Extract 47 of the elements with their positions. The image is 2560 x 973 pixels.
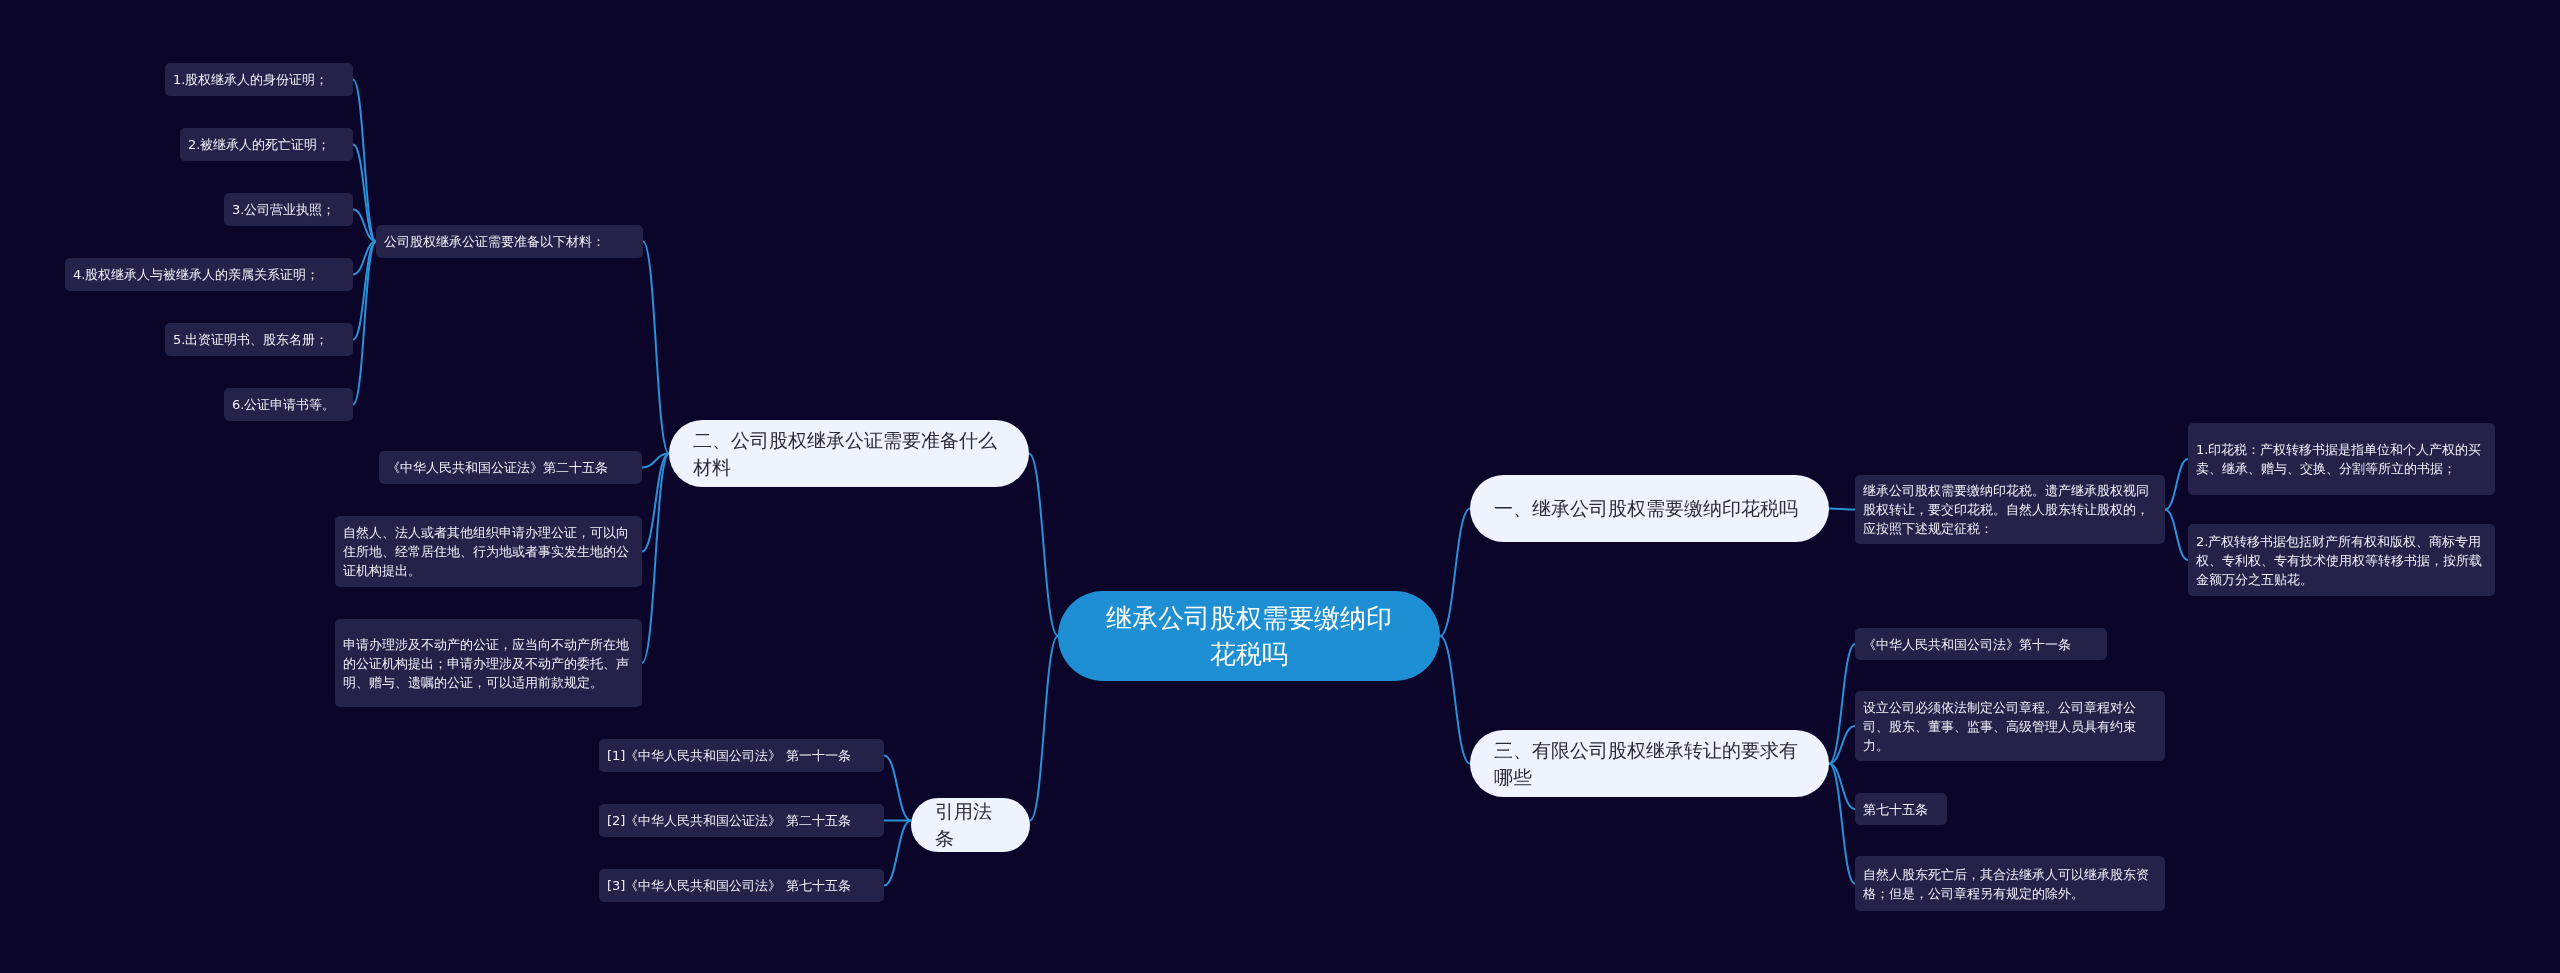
topic-pill: 二、公司股权继承公证需要准备什么材料 [669, 420, 1029, 487]
note-card: [2]《中华人民共和国公证法》 第二十五条 [599, 804, 884, 837]
note-card: 公司股权继承公证需要准备以下材料： [376, 225, 643, 258]
connector-line [641, 452, 670, 553]
connector-line [2164, 508, 2189, 561]
note-card: 5.出资证明书、股东名册； [165, 323, 353, 356]
note-card: 第七十五条 [1855, 793, 1947, 825]
connector-line [883, 819, 912, 887]
note-card: 《中华人民共和国公司法》第十一条 [1855, 628, 2107, 660]
connector-line [1828, 643, 1856, 765]
note-card: 申请办理涉及不动产的公证，应当向不动产所在地的公证机构提出；申请办理涉及不动产的委托、声明、赠与、遗嘱的公证，可以适用前款规定。 [335, 619, 642, 707]
connector-line [352, 208, 377, 243]
topic-pill: 引用法条 [911, 798, 1030, 852]
note-card: 6.公证申请书等。 [224, 388, 353, 421]
connector-line [641, 452, 670, 664]
connector-line [1439, 635, 1471, 765]
topic-pill: 一、继承公司股权需要缴纳印花税吗 [1470, 475, 1829, 542]
note-card: 1.印花税：产权转移书据是指单位和个人产权的买卖、继承、赠与、交换、分割等所立的书据； [2188, 423, 2495, 495]
note-card: 2.被继承人的死亡证明； [180, 128, 353, 161]
note-card: 4.股权继承人与被继承人的亲属关系证明； [65, 258, 353, 291]
connector-line [642, 240, 670, 455]
note-card: 继承公司股权需要缴纳印花税。遗产继承股权视同股权转让，要交印花税。自然人股东转让股权的，应按照下述规定征税： [1855, 475, 2165, 544]
note-card: 《中华人民共和国公证法》第二十五条 [379, 451, 642, 484]
connector-line [1029, 635, 1059, 822]
connector-line [1828, 762, 1856, 810]
connector-line [1028, 452, 1059, 637]
connector-line [352, 240, 377, 276]
connector-line [1828, 725, 1856, 765]
connector-line [1439, 507, 1471, 637]
note-card: 3.公司营业执照； [224, 193, 353, 226]
note-card: [3]《中华人民共和国公司法》 第七十五条 [599, 869, 884, 902]
topic-pill: 三、有限公司股权继承转让的要求有哪些 [1470, 730, 1829, 797]
note-card: 自然人、法人或者其他组织申请办理公证，可以向住所地、经常居住地、行为地或者事实发生地的公证机构提出。 [335, 516, 642, 587]
central-topic: 继承公司股权需要缴纳印花税吗 [1058, 591, 1440, 681]
connector-line [1828, 762, 1856, 885]
connector-line [352, 240, 377, 406]
note-card: [1]《中华人民共和国公司法》 第一十一条 [599, 739, 884, 772]
note-card: 自然人股东死亡后，其合法继承人可以继承股东资格；但是，公司章程另有规定的除外。 [1855, 856, 2165, 911]
note-card: 2.产权转移书据包括财产所有权和版权、商标专用权、专利权、专有技术使用权等转移书据，按所载金额万分之五贴花。 [2188, 524, 2495, 596]
connector-line [352, 143, 377, 243]
connector-line [2164, 458, 2189, 511]
connector-line [352, 78, 377, 243]
connector-line [1828, 507, 1856, 511]
connector-line [352, 240, 377, 341]
note-card: 设立公司必须依法制定公司章程。公司章程对公司、股东、董事、监事、高级管理人员具有约束力。 [1855, 691, 2165, 761]
connector-line [883, 754, 912, 822]
note-card: 1.股权继承人的身份证明； [165, 63, 353, 96]
